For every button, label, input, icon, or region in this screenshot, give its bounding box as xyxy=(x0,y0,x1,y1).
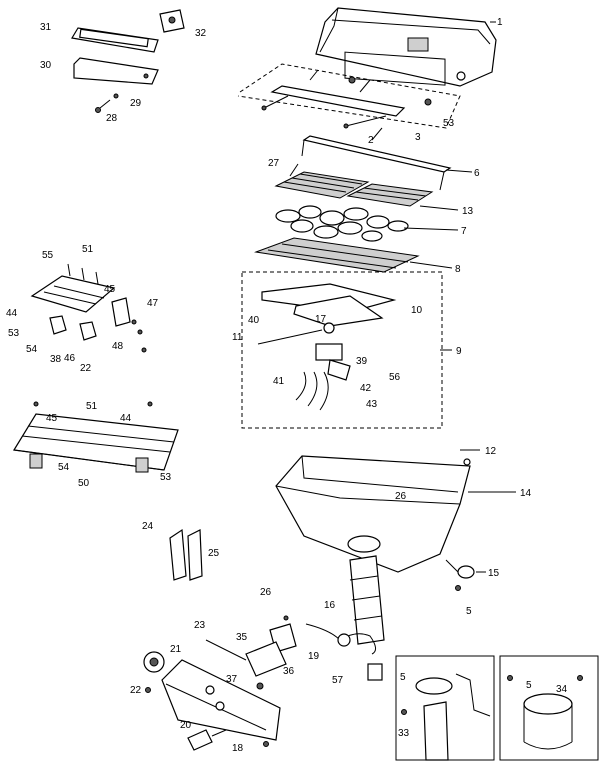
callout-35: 35 xyxy=(236,632,248,643)
callout-44: 44 xyxy=(6,308,18,319)
igniter-button xyxy=(187,729,227,751)
callout-30: 30 xyxy=(40,60,52,71)
callout-47: 47 xyxy=(147,298,159,309)
cooking-grid-right xyxy=(346,183,434,207)
large-side-shelf xyxy=(13,401,179,473)
callout-56: 56 xyxy=(389,372,401,383)
callout-11: 11 xyxy=(232,332,243,343)
callout-26: 26 xyxy=(395,491,407,502)
callout-33: 33 xyxy=(398,728,410,739)
callout-21: 21 xyxy=(170,644,182,655)
callout-20: 20 xyxy=(180,720,192,731)
callout-57: 57 xyxy=(332,675,344,686)
burner-assembly xyxy=(241,271,443,429)
cooking-grid-left xyxy=(274,171,370,199)
callout-24: 24 xyxy=(142,521,154,532)
callout-45: 45 xyxy=(104,284,116,295)
callout-38: 38 xyxy=(50,354,62,365)
inset-detail-right xyxy=(499,655,599,761)
callout-23: 23 xyxy=(194,620,206,631)
callout-37: 37 xyxy=(226,674,238,685)
igniter-electrode xyxy=(445,559,475,591)
callout-31: 31 xyxy=(40,22,52,33)
callout-41: 41 xyxy=(273,376,285,387)
callout-55: 55 xyxy=(42,250,54,261)
control-knob xyxy=(143,651,165,693)
callout-54: 54 xyxy=(26,344,38,355)
callout-46: 46 xyxy=(64,353,76,364)
leader-lines xyxy=(205,21,516,661)
callout-54: 54 xyxy=(58,462,70,473)
callout-3: 3 xyxy=(415,132,421,143)
callout-53: 53 xyxy=(443,118,455,129)
callout-22: 22 xyxy=(130,685,142,696)
callout-45: 45 xyxy=(46,413,58,424)
callout-32: 32 xyxy=(195,28,207,39)
callout-51: 51 xyxy=(86,401,98,412)
callout-9: 9 xyxy=(456,346,462,357)
callout-26: 26 xyxy=(260,587,272,598)
callout-5: 5 xyxy=(526,680,532,691)
callout-22: 22 xyxy=(80,363,92,374)
callout-18: 18 xyxy=(232,743,244,754)
briquettes xyxy=(275,205,409,242)
valve-assembly xyxy=(245,615,376,690)
callout-17: 17 xyxy=(315,314,327,325)
inset-detail-left xyxy=(395,655,495,761)
callout-6: 6 xyxy=(474,168,480,179)
callout-27: 27 xyxy=(268,158,280,169)
callout-2: 2 xyxy=(368,135,374,146)
callout-7: 7 xyxy=(461,226,467,237)
control-panel-parts xyxy=(71,9,185,113)
callout-5: 5 xyxy=(400,672,406,683)
callout-1: 1 xyxy=(497,17,503,28)
grill-lid xyxy=(315,7,497,87)
callout-36: 36 xyxy=(283,666,295,677)
callout-42: 42 xyxy=(360,383,372,394)
callout-13: 13 xyxy=(462,206,474,217)
callout-34: 34 xyxy=(556,684,568,695)
callout-8: 8 xyxy=(455,264,461,275)
callout-15: 15 xyxy=(488,568,500,579)
callout-39: 39 xyxy=(356,356,368,367)
callout-14: 14 xyxy=(520,488,532,499)
callout-43: 43 xyxy=(366,399,378,410)
callout-5: 5 xyxy=(466,606,472,617)
callout-16: 16 xyxy=(324,600,336,611)
callout-25: 25 xyxy=(208,548,220,559)
callout-10: 10 xyxy=(411,305,423,316)
callout-40: 40 xyxy=(248,315,260,326)
callout-53: 53 xyxy=(8,328,20,339)
callout-labels: 1 2 3 53 6 27 13 7 8 10 9 40 17 11 39 56… xyxy=(6,17,568,754)
lid-handle-assembly xyxy=(237,63,461,129)
grill-bottom-housing xyxy=(275,455,471,573)
callout-50: 50 xyxy=(78,478,90,489)
callout-19: 19 xyxy=(308,651,320,662)
callout-53: 53 xyxy=(160,472,172,483)
callout-48: 48 xyxy=(112,341,124,352)
shelf-brackets xyxy=(169,528,203,581)
callout-12: 12 xyxy=(485,446,497,457)
callout-44: 44 xyxy=(120,413,132,424)
callout-29: 29 xyxy=(130,98,142,109)
control-panel xyxy=(161,659,281,747)
hose-connector xyxy=(367,663,383,681)
callout-51: 51 xyxy=(82,244,94,255)
warming-rack xyxy=(301,135,452,191)
small-side-shelf xyxy=(30,263,147,353)
callout-28: 28 xyxy=(106,113,118,124)
briquette-grate xyxy=(254,237,420,273)
venturi-tube xyxy=(347,535,385,645)
